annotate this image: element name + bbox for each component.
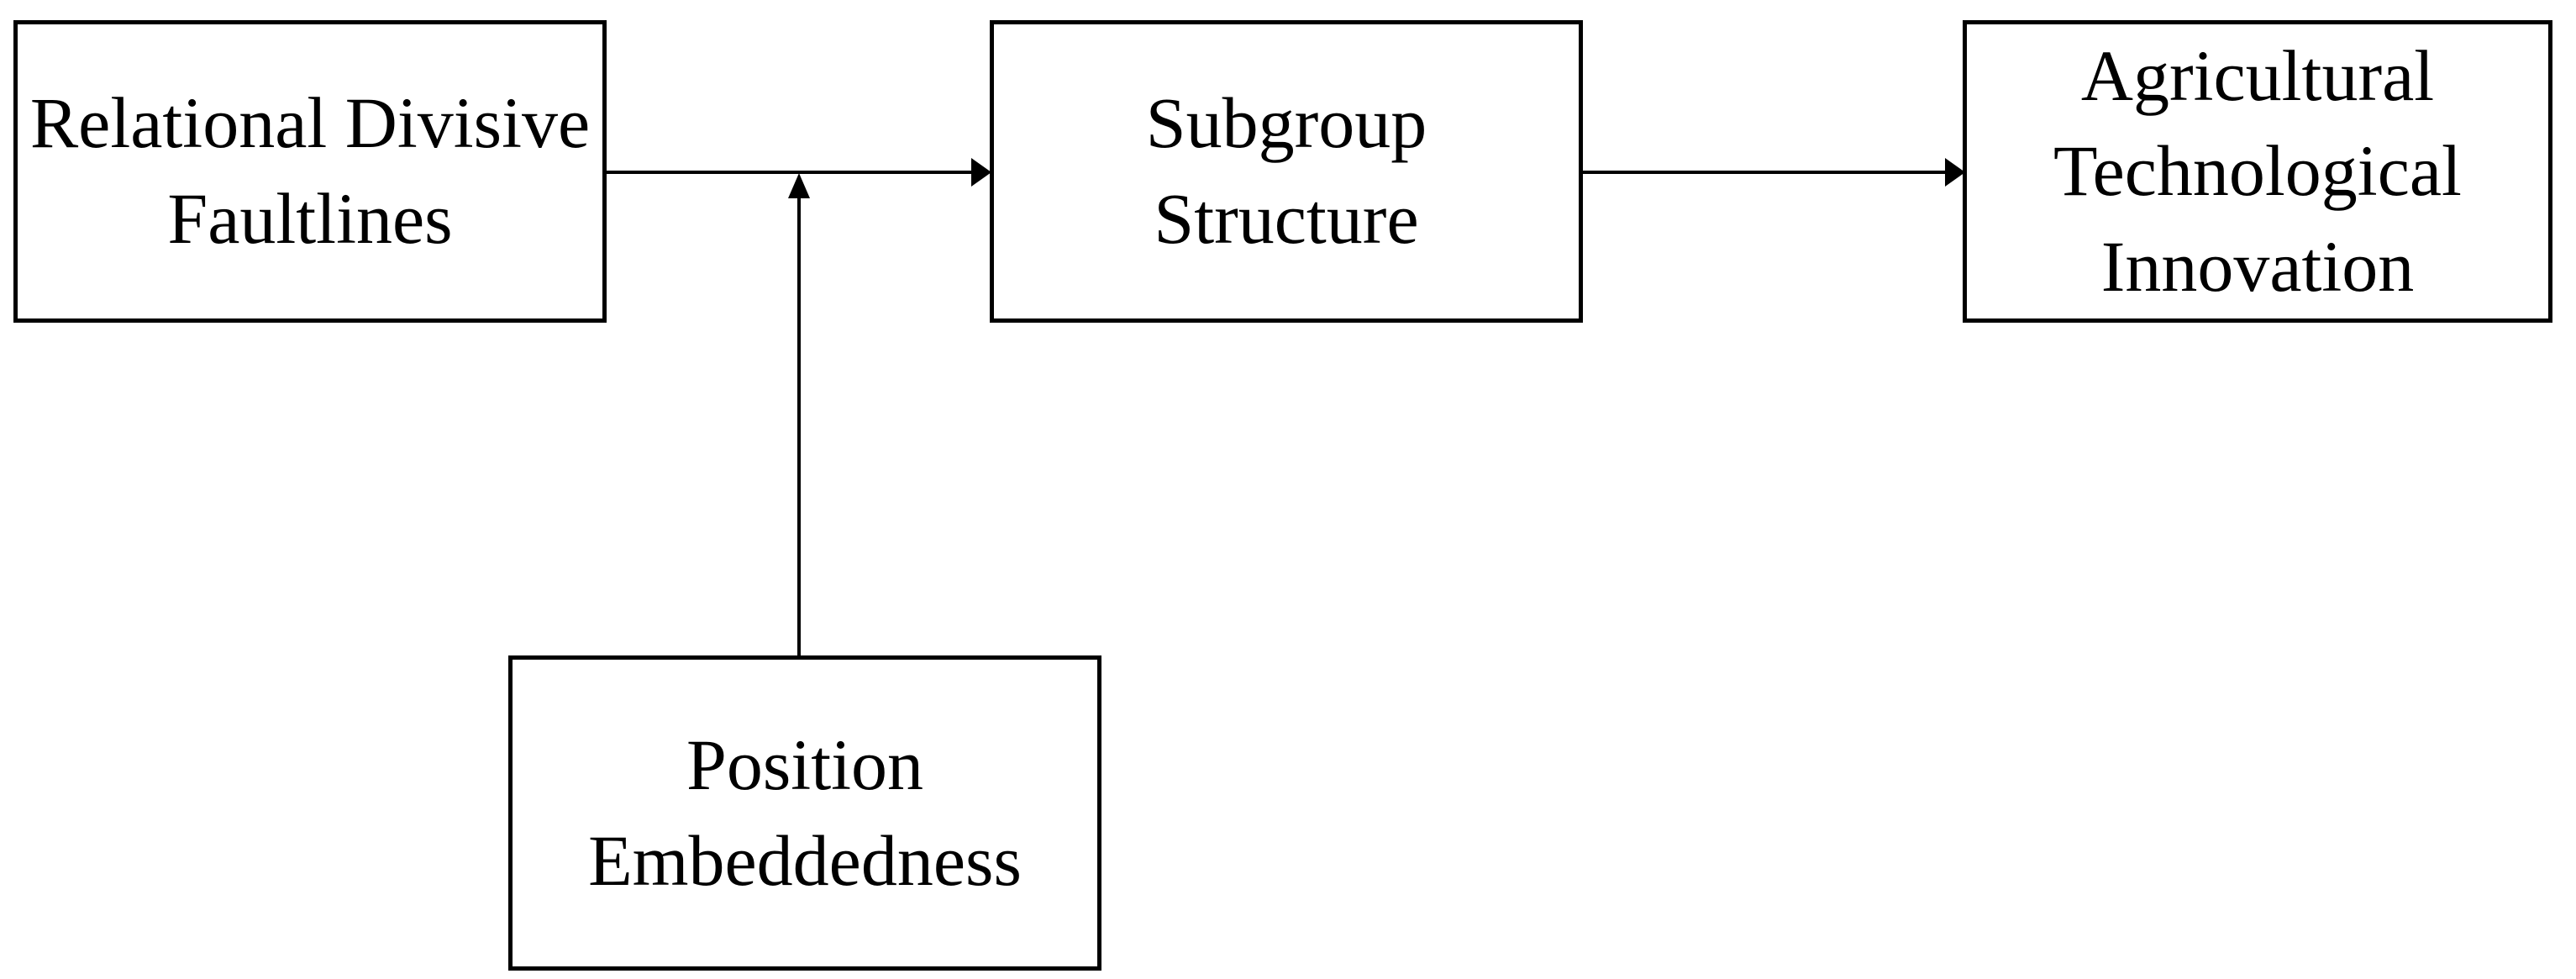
arrowhead-right-icon [971, 158, 991, 187]
arrowhead-right-icon [1945, 158, 1965, 187]
node-subgroup-structure-label: Subgroup Structure [1145, 82, 1427, 259]
moderation-arrow-embeddedness-line [797, 197, 801, 655]
node-agricultural-technological-innovation-label: Agricultural Technological Innovation [2053, 34, 2462, 307]
node-subgroup-structure: Subgroup Structure [990, 20, 1583, 323]
node-agricultural-technological-innovation: Agricultural Technological Innovation [1963, 20, 2552, 323]
node-position-embeddedness-label: Position Embeddedness [588, 724, 1022, 901]
node-relational-divisive-faultlines-label: Relational Divisive Faultlines [29, 82, 591, 259]
node-relational-divisive-faultlines: Relational Divisive Faultlines [13, 20, 607, 323]
arrow-faultlines-to-subgroup-line [607, 171, 971, 174]
node-position-embeddedness: Position Embeddedness [508, 655, 1101, 971]
arrow-subgroup-to-innovation-line [1583, 171, 1945, 174]
arrowhead-up-icon [788, 173, 810, 198]
